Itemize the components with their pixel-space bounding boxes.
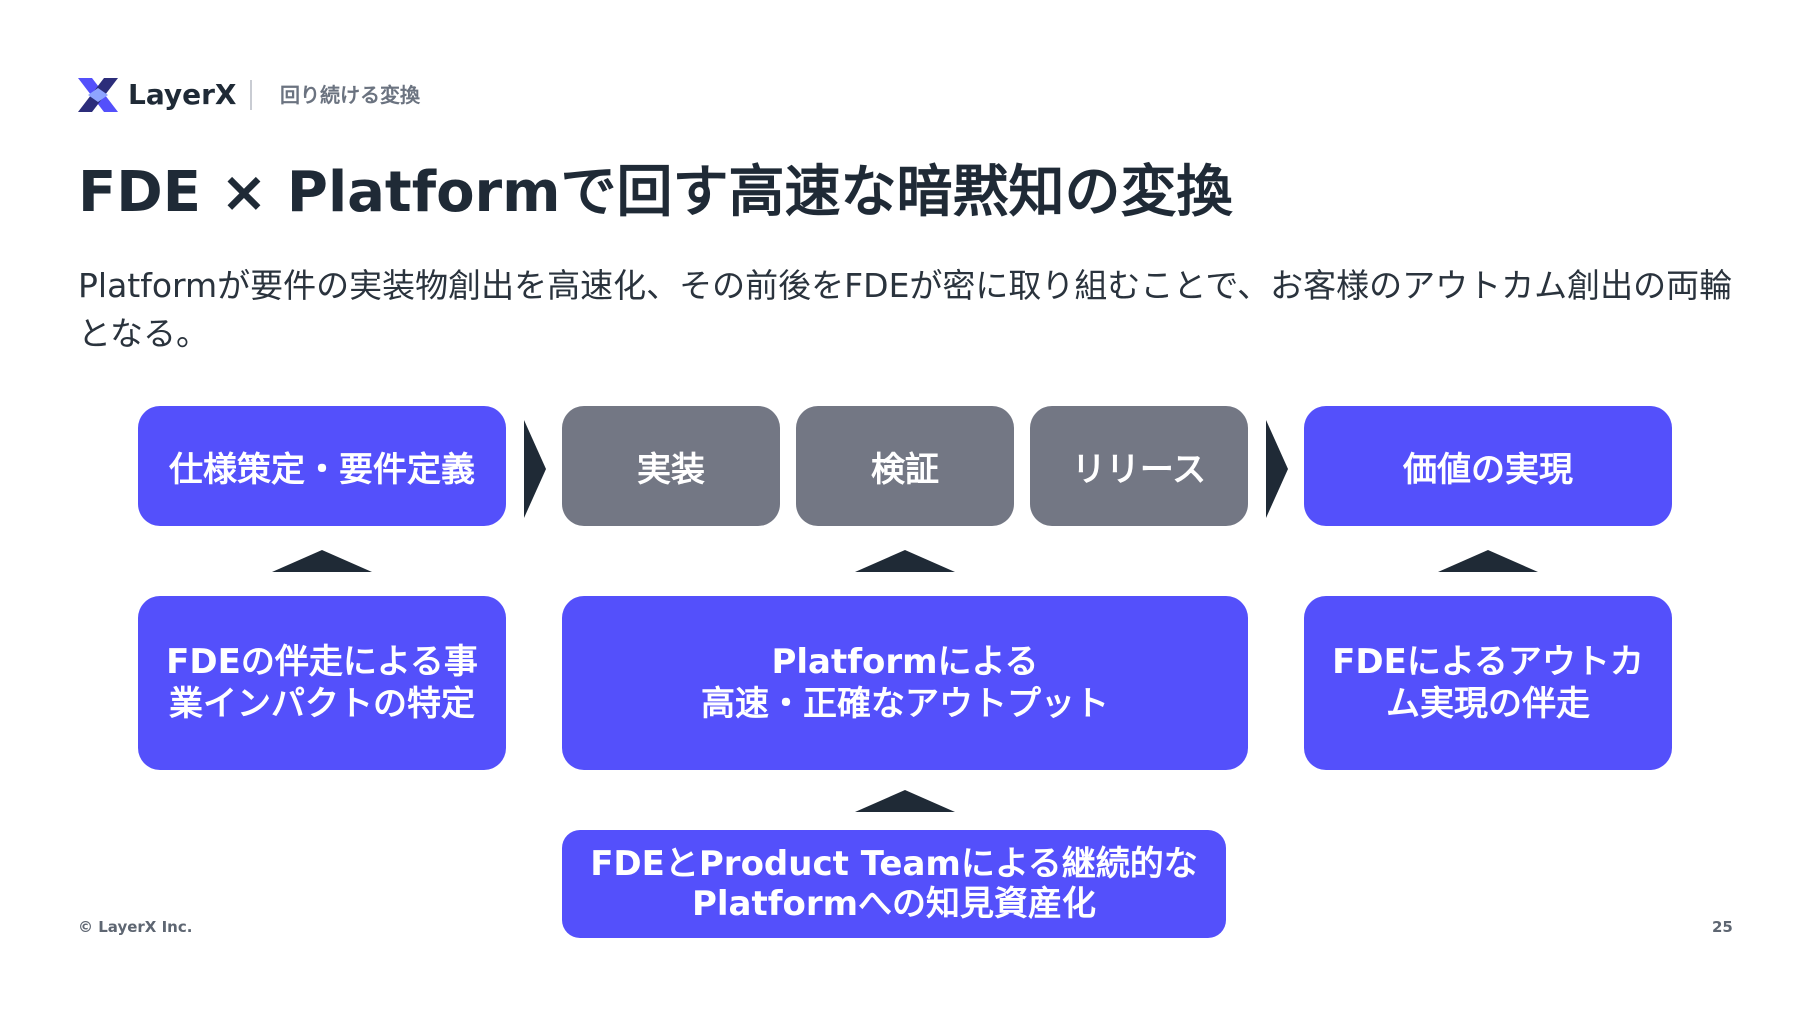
triangle-up-icon (1438, 550, 1538, 572)
header-divider (250, 80, 252, 110)
header-tagline: 回り続ける変換 (280, 83, 420, 107)
brand-name: LayerX (128, 78, 237, 111)
slide-title: FDE × Platformで回す高速な暗黙知の変換 (78, 160, 1233, 225)
triangle-up-icon (272, 550, 372, 572)
layerx-logo-icon (78, 78, 118, 112)
chevron-right-icon (524, 420, 546, 518)
page-number: 25 (1712, 918, 1733, 936)
copyright: © LayerX Inc. (78, 918, 193, 936)
step-verification: 検証 (796, 406, 1014, 526)
step-release: リリース (1030, 406, 1248, 526)
platform-output-box: Platformによる 高速・正確なアウトプット (562, 596, 1248, 770)
step-value-realization: 価値の実現 (1304, 406, 1672, 526)
knowledge-asset-box: FDEとProduct Teamによる継続的な Platformへの知見資産化 (562, 830, 1226, 938)
slide-subtitle: Platformが要件の実装物創出を高速化、その前後をFDEが密に取り組むことで… (78, 266, 1733, 353)
fde-outcome-box: FDEによるアウトカ ム実現の伴走 (1304, 596, 1672, 770)
triangle-up-icon (855, 790, 955, 812)
step-implementation: 実装 (562, 406, 780, 526)
triangle-up-icon (855, 550, 955, 572)
step-spec-definition: 仕様策定・要件定義 (138, 406, 506, 526)
chevron-right-icon (1266, 420, 1288, 518)
fde-impact-box: FDEの伴走による事 業インパクトの特定 (138, 596, 506, 770)
